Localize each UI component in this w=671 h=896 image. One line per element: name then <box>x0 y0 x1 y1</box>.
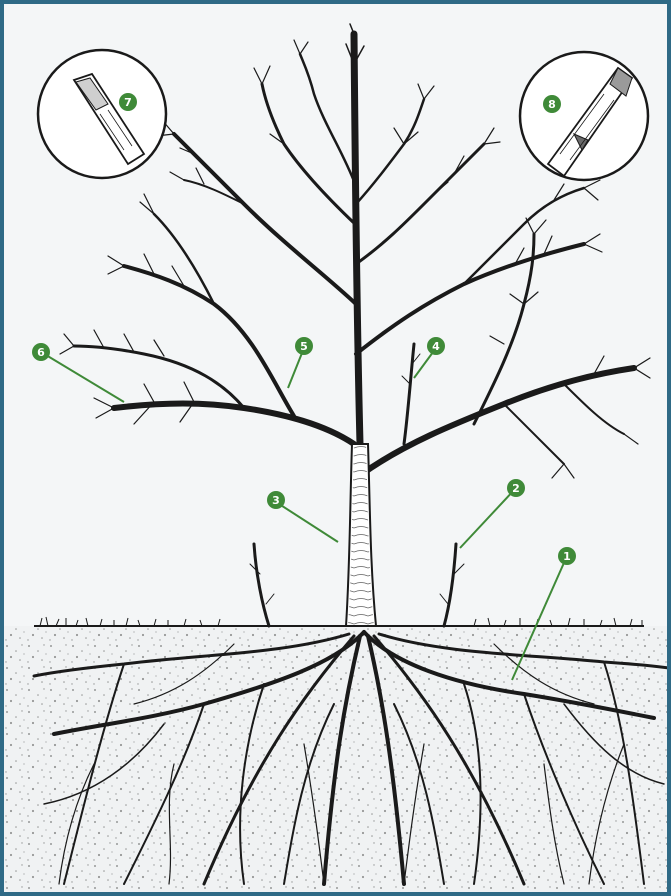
marker-2-label: 2 <box>512 482 520 495</box>
marker-7: 7 <box>119 93 137 111</box>
marker-6-label: 6 <box>37 346 45 359</box>
grass <box>40 617 642 626</box>
tree-illustration: 1 2 3 4 5 6 7 8 <box>4 4 671 896</box>
water-sprout <box>404 344 414 444</box>
marker-3: 3 <box>267 491 285 509</box>
marker-2: 2 <box>507 479 525 497</box>
marker-3-label: 3 <box>272 494 280 507</box>
marker-8-label: 8 <box>548 98 556 111</box>
marker-1: 1 <box>558 547 576 565</box>
marker-8: 8 <box>543 95 561 113</box>
marker-4: 4 <box>427 337 445 355</box>
marker-7-label: 7 <box>124 96 132 109</box>
marker-1-label: 1 <box>563 550 571 563</box>
marker-5-label: 5 <box>300 340 308 353</box>
marker-4-label: 4 <box>432 340 440 353</box>
sucker-right <box>444 544 456 626</box>
lateral-bud-detail <box>520 52 648 180</box>
marker-5: 5 <box>295 337 313 355</box>
marker-6: 6 <box>32 343 50 361</box>
sucker-left <box>254 544 269 626</box>
terminal-bud-detail <box>38 50 166 178</box>
